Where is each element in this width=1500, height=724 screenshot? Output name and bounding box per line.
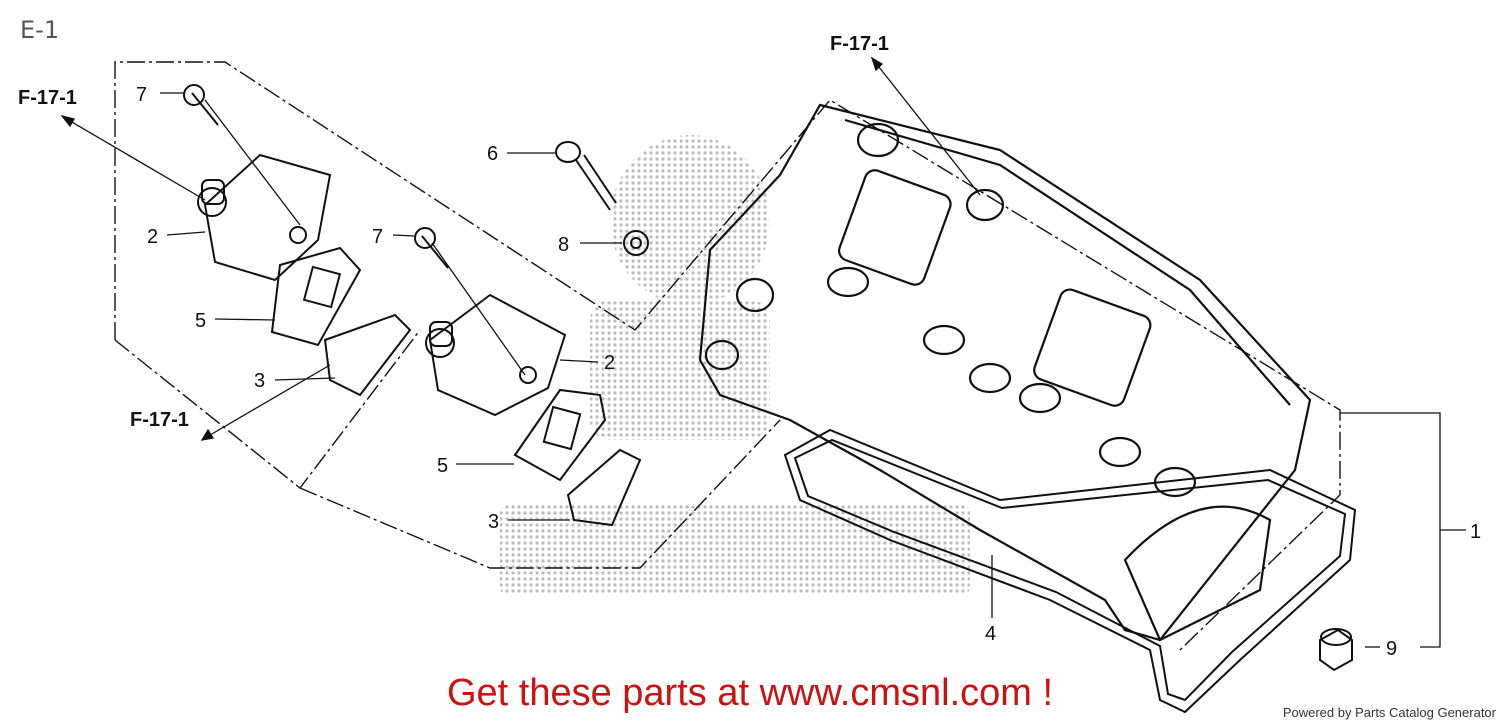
powered-by-credit: Powered by Parts Catalog Generator — [1282, 705, 1496, 720]
part-callout: 7 — [136, 84, 147, 106]
reference-label: F-17-1 — [18, 87, 77, 109]
reference-labels: F-17-1 F-17-1 F-17-1 — [18, 33, 889, 431]
cover-gasket — [783, 428, 1357, 714]
part-callout: 8 — [558, 234, 569, 256]
part-callout: 5 — [195, 310, 206, 332]
part-callouts: 7 2 5 3 6 8 7 2 5 3 1 4 9 — [136, 84, 1481, 660]
small-hardware — [555, 141, 1353, 672]
leader-lines — [160, 92, 1466, 648]
part-callout: 6 — [487, 143, 498, 165]
part-callout: 2 — [604, 352, 615, 374]
ignition-coil-left — [183, 84, 412, 397]
ignition-coil-right — [414, 227, 642, 527]
part-callout: 4 — [985, 623, 996, 645]
part-callout: 2 — [147, 226, 158, 248]
reference-arrows — [60, 56, 981, 441]
cmsnl-ad-link[interactable]: Get these parts at www.cmsnl.com ! — [446, 672, 1054, 714]
cylinder-head-cover — [698, 103, 1312, 642]
reference-label: F-17-1 — [830, 33, 889, 55]
part-callout: 5 — [437, 455, 448, 477]
reference-label: F-17-1 — [130, 409, 189, 431]
part-callout: 9 — [1386, 638, 1397, 660]
part-callout: 1 — [1470, 521, 1481, 543]
section-code: E-1 — [20, 16, 60, 44]
part-callout: 3 — [254, 370, 265, 392]
watermark — [500, 135, 970, 595]
part-callout: 3 — [488, 511, 499, 533]
assembly-boundary — [114, 61, 1341, 651]
part-callout: 7 — [372, 226, 383, 248]
